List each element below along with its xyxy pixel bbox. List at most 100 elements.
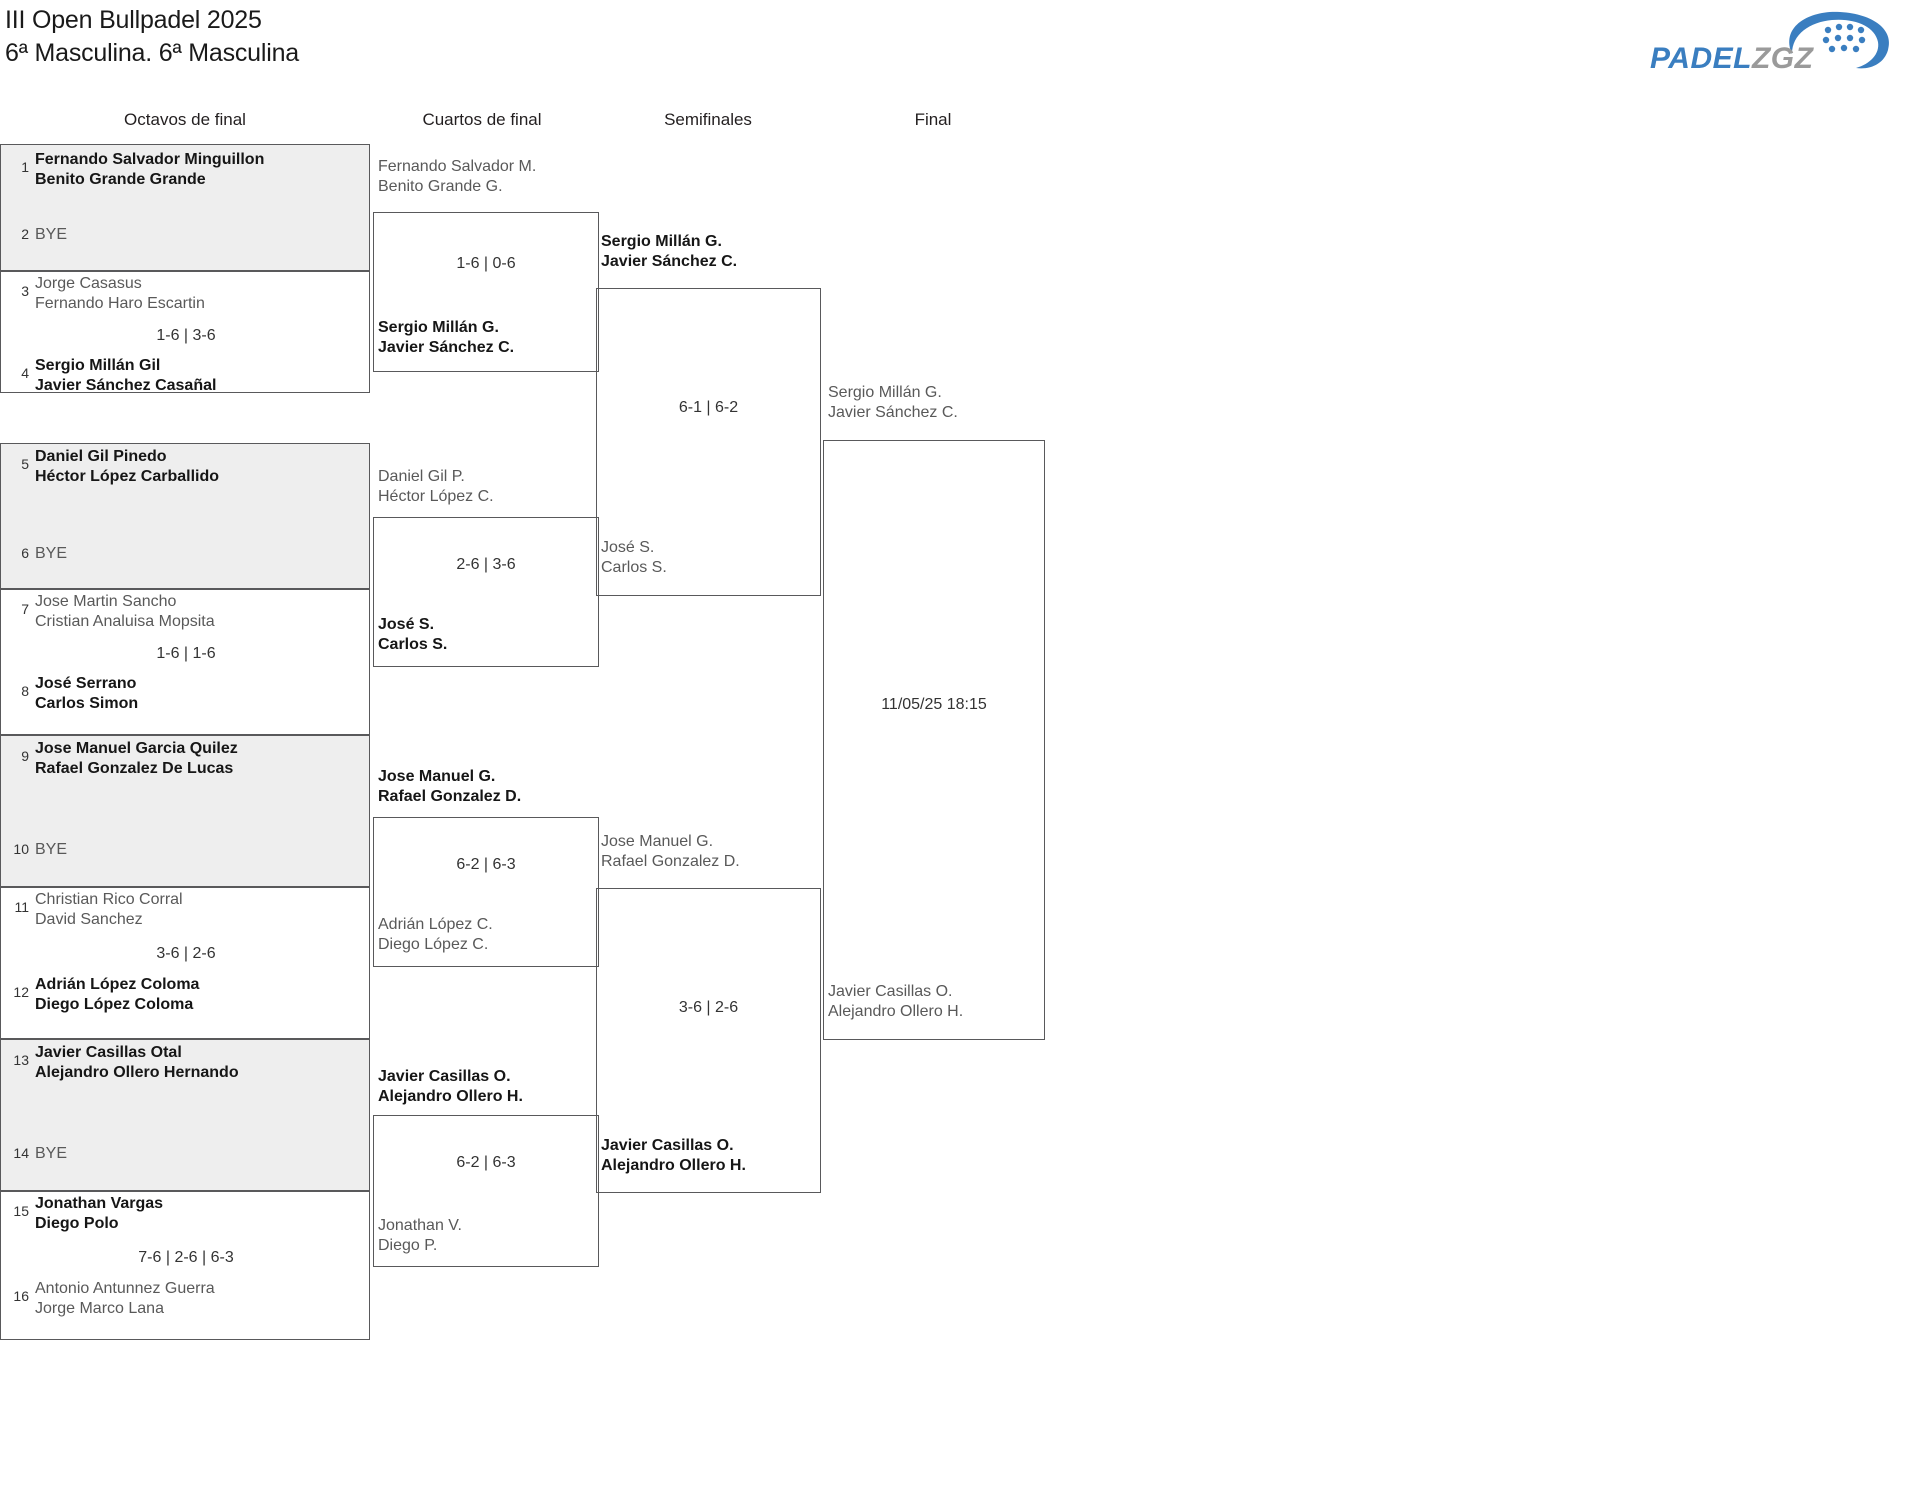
seed-number: 16	[13, 1288, 29, 1304]
seed-number: 13	[13, 1052, 29, 1068]
r16-match-4[interactable]: 7 Jose Martin Sancho Cristian Analuisa M…	[0, 589, 370, 735]
team-name: Christian Rico Corral David Sanchez	[35, 891, 183, 929]
seed-number: 9	[21, 748, 29, 764]
team-name: Daniel Gil Pinedo Héctor López Carballid…	[35, 448, 220, 486]
logo-word-zgz: ZGZ	[1751, 42, 1814, 75]
sf-match-1[interactable]: 6-1 | 6-2	[596, 288, 821, 596]
r16-slot-seed-8[interactable]: 8 José Serrano Carlos Simon	[1, 669, 369, 715]
team-name: Jorge Casasus Fernando Haro Escartin	[35, 275, 205, 313]
match-score: 1-6 | 0-6	[456, 255, 516, 272]
r16-slot-seed-5[interactable]: 5 Daniel Gil Pinedo Héctor López Carball…	[1, 442, 369, 488]
round-header-semifinales: Semifinales	[664, 110, 752, 129]
seed-number: 6	[21, 545, 29, 561]
qf-match-4[interactable]: 6-2 | 6-3	[373, 1115, 599, 1267]
r16-slot-seed-11[interactable]: 11 Christian Rico Corral David Sanchez	[1, 885, 369, 931]
qf-3-team-top: Jose Manuel G. Rafael Gonzalez D.	[378, 768, 522, 806]
bye-label: BYE	[35, 1145, 68, 1162]
match-score: 7-6 | 2-6 | 6-3	[138, 1249, 234, 1266]
r16-slot-seed-4[interactable]: 4 Sergio Millán Gil Javier Sánchez Casañ…	[1, 351, 369, 397]
team-name: José Serrano Carlos Simon	[35, 675, 139, 713]
match-score: 1-6 | 1-6	[156, 645, 216, 662]
team-name: Jonathan Vargas Diego Polo	[35, 1195, 164, 1233]
qf-4-team-bottom: Jonathan V. Diego P.	[378, 1217, 462, 1255]
sf-match-2[interactable]: 3-6 | 2-6	[596, 888, 821, 1193]
r16-match-6[interactable]: 11 Christian Rico Corral David Sanchez 3…	[0, 887, 370, 1039]
match-score: 3-6 | 2-6	[678, 999, 739, 1016]
r16-match-5[interactable]: 9 Jose Manuel Garcia Quilez Rafael Gonza…	[0, 735, 370, 887]
match-score: 6-1 | 6-2	[678, 399, 739, 416]
seed-number: 10	[13, 841, 29, 857]
seed-number: 2	[21, 226, 29, 242]
padelzgz-logo: PADELZGZ	[1642, 8, 1902, 78]
qf-3-team-bottom: Adrián López C. Diego López C.	[378, 916, 493, 954]
team-name: Javier Casillas Otal Alejandro Ollero He…	[35, 1044, 239, 1082]
r16-match-7[interactable]: 13 Javier Casillas Otal Alejandro Ollero…	[0, 1039, 370, 1191]
r16-slot-seed-7[interactable]: 7 Jose Martin Sancho Cristian Analuisa M…	[1, 587, 369, 633]
team-name: Adrián López Coloma Diego López Coloma	[35, 976, 200, 1014]
round-header-cuartos: Cuartos de final	[422, 110, 542, 129]
sf-1-team-top: Sergio Millán G. Javier Sánchez C.	[601, 233, 738, 271]
match-score: 6-2 | 6-3	[456, 1154, 516, 1171]
r16-slot-seed-12[interactable]: 12 Adrián López Coloma Diego López Colom…	[1, 970, 369, 1016]
seed-number: 7	[21, 601, 29, 617]
seed-number: 12	[13, 984, 29, 1000]
seed-number: 15	[13, 1203, 29, 1219]
qf-4-team-top: Javier Casillas O. Alejandro Ollero H.	[378, 1068, 523, 1106]
r16-slot-seed-10[interactable]: 10 BYE	[1, 836, 369, 859]
logo-word-padel: PADEL	[1650, 42, 1752, 75]
r16-slot-seed-1[interactable]: 1 Fernando Salvador Minguillon Benito Gr…	[1, 145, 369, 191]
team-name: Fernando Salvador Minguillon Benito Gran…	[35, 151, 265, 189]
logo-swoosh-icon	[1789, 11, 1890, 69]
seed-number: 5	[21, 456, 29, 472]
bye-label: BYE	[35, 226, 68, 243]
team-name: Antonio Antunnez Guerra Jorge Marco Lana	[35, 1280, 215, 1318]
qf-match-1[interactable]: 1-6 | 0-6	[373, 212, 599, 372]
qf-2-team-top: Daniel Gil P. Héctor López C.	[378, 468, 494, 506]
r16-slot-seed-9[interactable]: 9 Jose Manuel Garcia Quilez Rafael Gonza…	[1, 734, 369, 780]
seed-number: 14	[13, 1145, 29, 1161]
r16-slot-seed-2[interactable]: 2 BYE	[1, 221, 369, 244]
qf-2-team-bottom: José S. Carlos S.	[378, 616, 448, 654]
r16-match-8[interactable]: 15 Jonathan Vargas Diego Polo 7-6 | 2-6 …	[0, 1191, 370, 1340]
seed-number: 3	[21, 283, 29, 299]
team-name: Jose Martin Sancho Cristian Analuisa Mop…	[35, 593, 215, 631]
seed-number: 4	[21, 365, 29, 381]
seed-number: 8	[21, 683, 29, 699]
bye-label: BYE	[35, 841, 68, 858]
qf-match-2[interactable]: 2-6 | 3-6	[373, 517, 599, 667]
final-team-bottom: Javier Casillas O. Alejandro Ollero H.	[828, 983, 964, 1021]
final-schedule: 11/05/25 18:15	[881, 696, 987, 713]
r16-slot-seed-16[interactable]: 16 Antonio Antunnez Guerra Jorge Marco L…	[1, 1274, 369, 1320]
sf-2-team-bottom: Javier Casillas O. Alejandro Ollero H.	[601, 1137, 746, 1175]
team-name: Jose Manuel Garcia Quilez Rafael Gonzale…	[35, 740, 238, 778]
sf-2-team-top: Jose Manuel G. Rafael Gonzalez D.	[601, 833, 740, 871]
match-score: 6-2 | 6-3	[456, 856, 516, 873]
final-team-top: Sergio Millán G. Javier Sánchez C.	[828, 384, 958, 422]
r16-slot-seed-3[interactable]: 3 Jorge Casasus Fernando Haro Escartin	[1, 269, 369, 315]
r16-slot-seed-14[interactable]: 14 BYE	[1, 1140, 369, 1163]
category-name: 6ª Masculina. 6ª Masculina	[5, 39, 299, 67]
sf-1-team-bottom: José S. Carlos S.	[601, 539, 667, 577]
r16-match-1[interactable]: 1 Fernando Salvador Minguillon Benito Gr…	[0, 144, 370, 271]
qf-1-team-bottom: Sergio Millán G. Javier Sánchez C.	[378, 319, 515, 357]
page-title: III Open Bullpadel 2025 6ª Masculina. 6ª…	[5, 4, 299, 70]
logo-wordmark: PADELZGZ	[1650, 42, 1813, 76]
r16-slot-seed-15[interactable]: 15 Jonathan Vargas Diego Polo	[1, 1189, 369, 1235]
final-match[interactable]: 11/05/25 18:15	[823, 440, 1045, 1040]
round-header-octavos: Octavos de final	[124, 110, 246, 129]
r16-slot-seed-13[interactable]: 13 Javier Casillas Otal Alejandro Ollero…	[1, 1038, 369, 1084]
match-score: 3-6 | 2-6	[156, 945, 216, 962]
round-header-final: Final	[914, 110, 952, 129]
qf-1-team-top: Fernando Salvador M. Benito Grande G.	[378, 158, 537, 196]
team-name: Sergio Millán Gil Javier Sánchez Casañal	[35, 357, 217, 395]
match-score: 1-6 | 3-6	[156, 327, 216, 344]
tournament-name: III Open Bullpadel 2025	[5, 6, 262, 34]
match-score: 2-6 | 3-6	[456, 556, 516, 573]
seed-number: 1	[21, 159, 29, 175]
r16-match-3[interactable]: 5 Daniel Gil Pinedo Héctor López Carball…	[0, 443, 370, 589]
bye-label: BYE	[35, 545, 68, 562]
r16-match-2[interactable]: 3 Jorge Casasus Fernando Haro Escartin 1…	[0, 269, 370, 394]
r16-slot-seed-6[interactable]: 6 BYE	[1, 540, 369, 563]
seed-number: 11	[14, 899, 29, 915]
qf-match-3[interactable]: 6-2 | 6-3	[373, 817, 599, 967]
